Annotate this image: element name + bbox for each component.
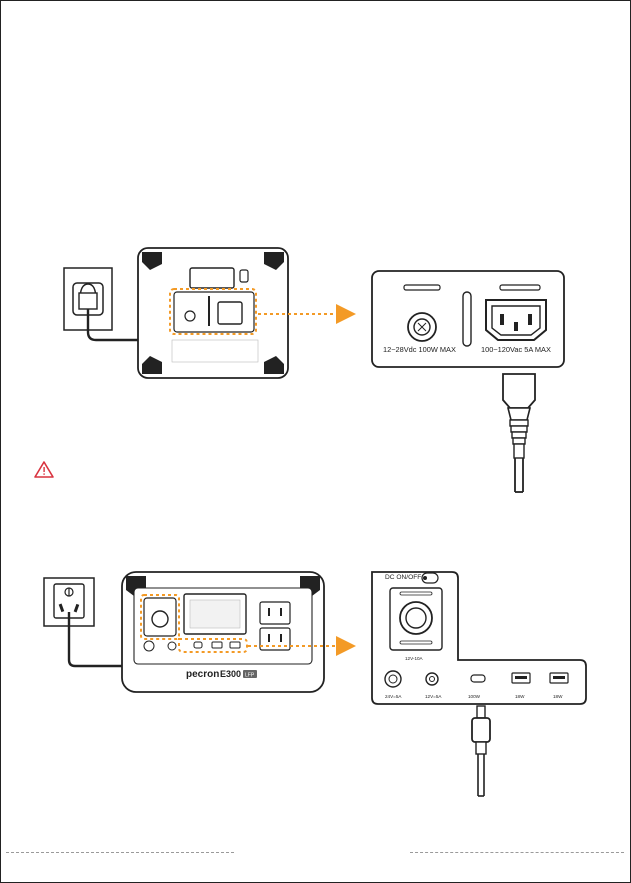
port-label-3: 100W: [468, 694, 481, 699]
lower-zoom-panel: [372, 572, 586, 704]
big-port-label: 12V-10A: [405, 656, 424, 661]
dc-switch-label: DC ON/OFF: [385, 574, 421, 581]
usb-c-cable-icon: [472, 706, 490, 796]
model-text: E300: [220, 669, 241, 679]
brand-text: pecron: [186, 669, 219, 680]
footer-divider-right: [410, 852, 624, 853]
port-label-1: 24V=5A: [385, 694, 402, 699]
port-label-2: 12V=5A: [425, 694, 442, 699]
footer-divider-left: [6, 852, 234, 853]
ac-port-label: 100~120Vac 5A MAX: [481, 345, 551, 354]
dc-port-label: 12~28Vdc 100W MAX: [383, 345, 456, 354]
warning-icon: [35, 462, 53, 477]
port-label-5: 18W: [553, 694, 563, 699]
power-cord-icon: [503, 374, 535, 492]
model-badge: LFP: [245, 673, 255, 679]
port-label-4: 18W: [515, 694, 525, 699]
lower-power-station: pecron E300 LFP: [122, 572, 324, 692]
